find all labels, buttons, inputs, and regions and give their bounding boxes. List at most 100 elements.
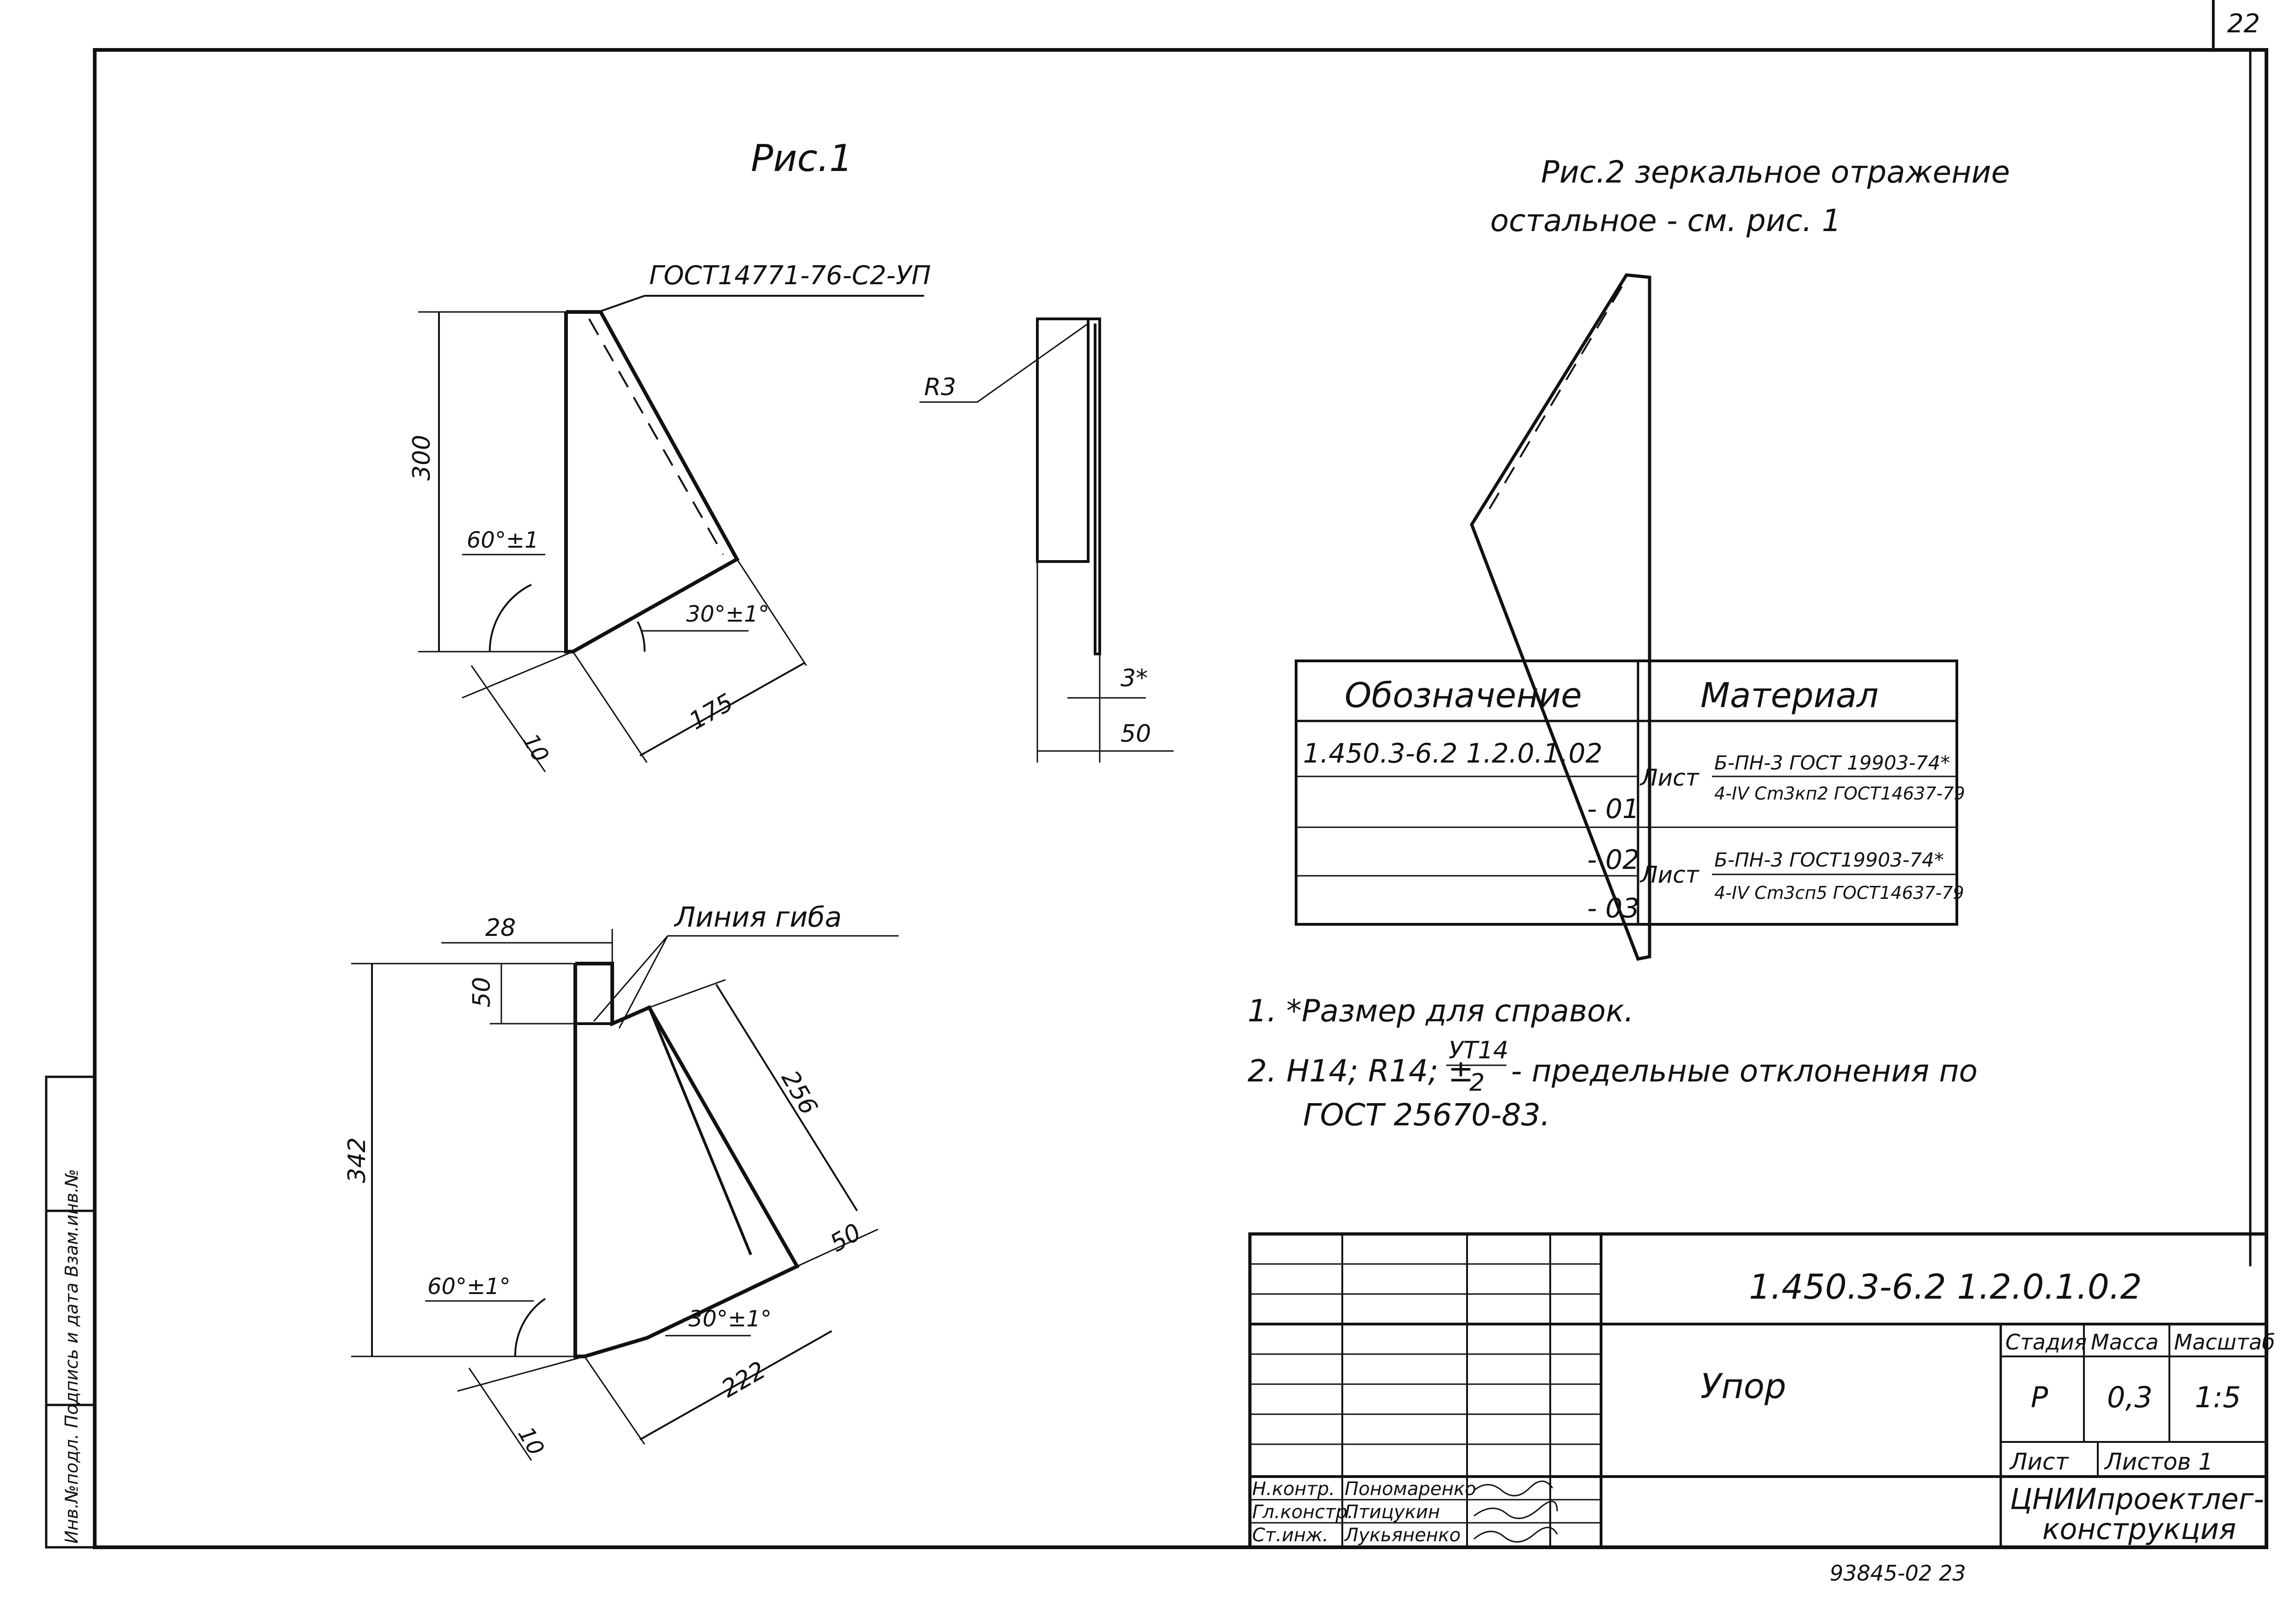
dim-angle60: 60°±1 — [467, 527, 539, 553]
fig1-end-view — [1036, 317, 1101, 655]
dim50c-line — [797, 1228, 878, 1267]
scale-value: 1:5 — [2195, 1380, 2241, 1414]
dim-342-label: 342 — [343, 1137, 371, 1183]
sheet-label: Лист — [2009, 1448, 2070, 1475]
mass-value: 0,3 — [2107, 1380, 2153, 1414]
dim-3-label: 3* — [1121, 665, 1148, 692]
fig1-part — [564, 310, 740, 653]
note-2-end: - предельные отклонения по — [1511, 1053, 1978, 1089]
role-2: Гл.констр. — [1252, 1502, 1353, 1523]
material-2-label: Лист — [1639, 861, 1700, 888]
dim222-line — [639, 1330, 832, 1441]
side-stamp-box — [45, 1075, 96, 1549]
fig2-outline — [1470, 273, 1651, 961]
title-block-grid — [1248, 1232, 2268, 1549]
note-2-fraction-bottom: 2 — [1469, 1069, 1485, 1097]
part-name: Упор — [1700, 1367, 1786, 1406]
blank-part — [573, 962, 800, 1358]
role-3-name: Лукьяненко — [1344, 1525, 1461, 1546]
dim-300-label: 300 — [408, 435, 436, 481]
signature-1 — [1474, 1480, 1553, 1496]
dim-222-label: 222 — [717, 1356, 771, 1404]
mass-label: Масса — [2091, 1330, 2159, 1355]
material-2-bottom: 4-IV Cm3сп5 ГОСТ14637-79 — [1714, 883, 1964, 903]
spec-table — [1295, 659, 1958, 926]
sheet-number: 22 — [2227, 9, 2260, 39]
stage-value: Р — [2031, 1380, 2048, 1414]
scale-label: Масштаб — [2174, 1330, 2275, 1355]
blank-bend-line — [648, 1007, 752, 1256]
end-view-body — [1036, 317, 1090, 563]
table-row-3-designation: - 02 — [1587, 844, 1639, 875]
dim-50-label: 50 — [1121, 720, 1151, 748]
dim175-line — [639, 662, 804, 757]
dim-28-label: 28 — [485, 914, 516, 942]
dim222-ext — [584, 1356, 646, 1445]
weld-leader-line — [598, 295, 645, 313]
doc-code: 1.450.3-6.2 1.2.0.1.0.2 — [1749, 1267, 2142, 1307]
dim-50c-label: 50 — [826, 1218, 866, 1258]
dim-r3-label: R3 — [924, 373, 956, 401]
angle60-arc — [488, 584, 532, 652]
r3-leader — [977, 323, 1089, 403]
table-row-4-designation: - 03 — [1587, 892, 1639, 924]
angle60b-arc — [514, 1298, 546, 1357]
dim10-ext — [462, 651, 573, 699]
material-2-top: Б-ПН-3 ГОСТ19903-74* — [1714, 849, 1944, 871]
dim175-ext — [736, 559, 807, 666]
material-1-label: Лист — [1639, 764, 1700, 791]
dim10b-line — [468, 1368, 532, 1461]
table-row-1-designation: 1.450.3-6.2 1.2.0.1.02 — [1303, 738, 1602, 769]
stage-label: Стадия — [2005, 1330, 2087, 1355]
note-2-standard: ГОСТ 25670-83. — [1303, 1097, 1550, 1133]
dim10-line — [470, 665, 546, 772]
end-view-flange — [1037, 317, 1101, 655]
dim-10-label: 10 — [518, 729, 554, 767]
fig1-title: Рис.1 — [751, 137, 853, 180]
bottom-stamp: 93845-02 23 — [1830, 1561, 1966, 1586]
side-stamp-text: Инв.№подл. Подпись и дата Взам.инв.№ — [61, 1169, 82, 1544]
bend-leader2 — [618, 935, 669, 1029]
note-2-fraction-top: УТ14 — [1449, 1037, 1509, 1064]
note-1: 1. *Размер для справок. — [1248, 993, 1634, 1029]
dim256-line — [715, 983, 858, 1212]
role-3: Ст.инж. — [1252, 1525, 1328, 1546]
role-1-name: Пономаренко — [1345, 1478, 1476, 1500]
drawing-frame — [93, 48, 2268, 1549]
dim256-ext — [649, 979, 726, 1008]
weld-note: ГОСТ14771-76-С2-УП — [649, 261, 931, 291]
fig1-outline — [564, 310, 740, 653]
table-row-2-designation: - 01 — [1587, 793, 1639, 824]
signature-2 — [1474, 1501, 1558, 1519]
dim-angle60b: 60°±1° — [427, 1274, 511, 1300]
dim-10b-label: 10 — [513, 1423, 549, 1460]
angle30-arc — [637, 621, 646, 652]
role-2-name: Птицукин — [1345, 1502, 1440, 1523]
fig2-title-line2: остальное - см. рис. 1 — [1490, 203, 1841, 238]
title-block-frame — [1248, 1232, 2268, 1549]
dim175-ext2 — [572, 651, 648, 763]
signature-3 — [1474, 1526, 1558, 1543]
sheets-label: Листов 1 — [2104, 1448, 2213, 1475]
dim-175-label: 175 — [685, 689, 738, 736]
bend-line-label: Линия гиба — [674, 901, 842, 934]
dim-angle30: 30°±1° — [686, 601, 769, 627]
fig1-hidden-edge — [588, 318, 724, 555]
note-2-start: 2. Н14; R14; ± — [1248, 1053, 1474, 1089]
dim-50b-label: 50 — [468, 977, 496, 1007]
table-header-designation: Обозначение — [1345, 676, 1582, 715]
table-header-material: Материал — [1700, 676, 1879, 715]
spec-table-frame — [1295, 659, 1958, 926]
dim-angle30b: 30°±1° — [688, 1306, 772, 1332]
material-1-top: Б-ПН-3 ГОСТ 19903-74* — [1714, 751, 1950, 774]
bend-leader1 — [593, 935, 669, 1022]
material-1-bottom: 4-IV Cm3кп2 ГОСТ14637-79 — [1714, 783, 1965, 804]
dim10b-ext — [457, 1355, 585, 1392]
fig2-part — [1470, 273, 1651, 961]
fig2-title-line1: Рис.2 зеркальное отражение — [1541, 154, 2010, 190]
role-1: Н.контр. — [1252, 1478, 1335, 1500]
fig2-hidden-edge — [1485, 286, 1623, 516]
org-line-1: ЦНИИпроектлег- — [2010, 1482, 2264, 1516]
org-line-2: конструкция — [2042, 1512, 2236, 1546]
